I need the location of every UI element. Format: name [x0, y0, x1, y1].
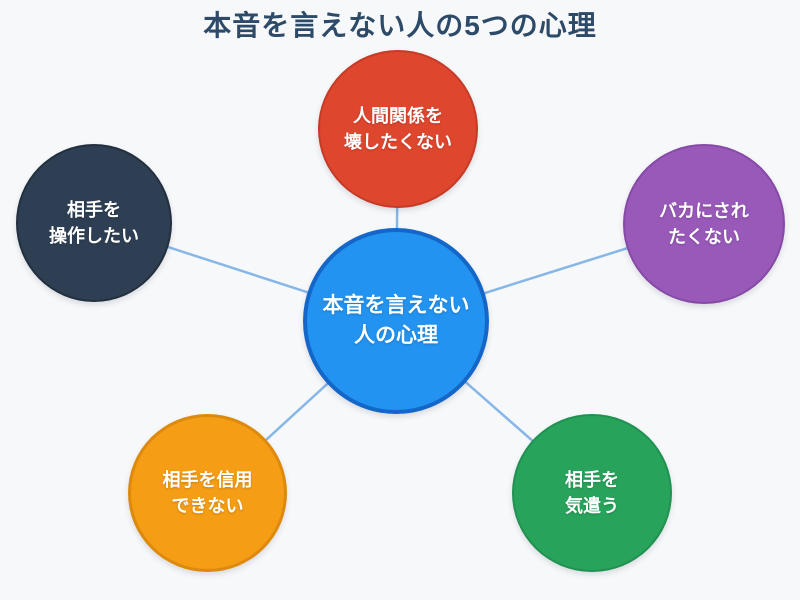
diagram-title: 本音を言えない人の5つの心理 [203, 10, 597, 41]
node-label-line2: たくない [668, 227, 740, 247]
node-considerate-partner: 相手を 気遣う [512, 414, 672, 572]
node-label-line2: 操作したい [49, 226, 139, 246]
node-label-line2: 気遣う [565, 496, 619, 516]
node-label-line2: できない [171, 496, 244, 516]
node-distrust-partner: 相手を信用 できない [128, 414, 287, 572]
node-label-line1: バカにされ [659, 200, 749, 221]
node-keep-relationships: 人間関係を 壊したくない [318, 50, 478, 208]
node-avoid-ridicule: バカにされ たくない [623, 144, 785, 304]
center-node: 本音を言えない 人の心理 [303, 228, 489, 414]
node-label-line2: 壊したくない [344, 132, 452, 152]
node-manipulate-partner: 相手を 操作したい [16, 144, 172, 302]
center-node-label-line2: 人の心理 [354, 324, 438, 347]
node-label-line1: 相手を信用 [162, 469, 253, 490]
node-label-line1: 人間関係を [353, 105, 443, 126]
center-node-label-line1: 本音を言えない [322, 293, 470, 317]
node-label-line1: 相手を [565, 469, 619, 490]
node-label-line1: 相手を [67, 199, 121, 220]
